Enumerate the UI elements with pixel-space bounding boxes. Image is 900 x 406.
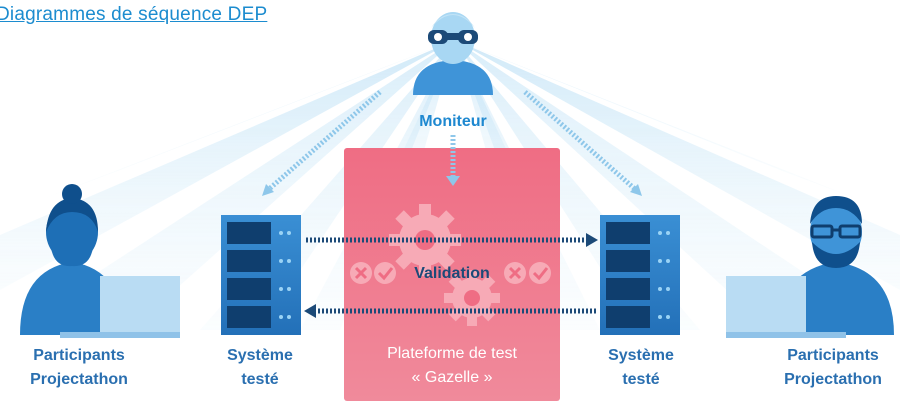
cross-icon <box>350 262 372 284</box>
left-participant-line1: Participants <box>33 347 125 364</box>
person-icon <box>778 196 894 335</box>
platform-label-line1: Plateforme de test <box>387 345 517 362</box>
left-system-line1: Système <box>227 347 293 364</box>
right-participant-line1: Participants <box>787 347 879 364</box>
gear-icon <box>389 204 461 276</box>
light-rays <box>0 40 900 330</box>
arrow-monitor-to-left-system <box>262 90 382 196</box>
check-icon <box>374 262 396 284</box>
left-participant-label: Participants Projectathon <box>14 346 144 389</box>
right-participant-line2: Projectathon <box>784 371 882 388</box>
arrow-right-to-left-system <box>304 304 596 318</box>
laptop-icon <box>60 276 180 338</box>
left-system-line2: testé <box>241 371 279 388</box>
right-system-label: Système testé <box>586 346 696 389</box>
monitor-label: Moniteur <box>419 113 487 130</box>
left-system-label: Système testé <box>205 346 315 389</box>
test-platform-box <box>344 148 560 401</box>
arrow-left-to-right-system <box>306 233 598 247</box>
server-icon <box>600 215 680 335</box>
laptop-icon <box>726 276 846 338</box>
platform-label: Plateforme de test « Gazelle » <box>350 344 554 387</box>
server-icon <box>221 215 301 335</box>
person-icon <box>20 184 124 335</box>
arrow-monitor-to-platform <box>446 135 460 186</box>
arrow-monitor-to-right-system <box>523 90 642 196</box>
check-icon <box>529 262 551 284</box>
gear-icon <box>444 270 500 326</box>
right-system-line1: Système <box>608 347 674 364</box>
cross-icon <box>504 262 526 284</box>
diagram-title-link[interactable]: Diagrammes de séquence DEP <box>0 4 268 25</box>
right-participant-label: Participants Projectathon <box>768 346 898 389</box>
left-participant-line2: Projectathon <box>30 371 128 388</box>
validation-label: Validation <box>414 265 490 282</box>
right-system-line2: testé <box>622 371 660 388</box>
monitor-person-icon <box>413 12 493 95</box>
platform-label-line2: « Gazelle » <box>411 369 493 386</box>
